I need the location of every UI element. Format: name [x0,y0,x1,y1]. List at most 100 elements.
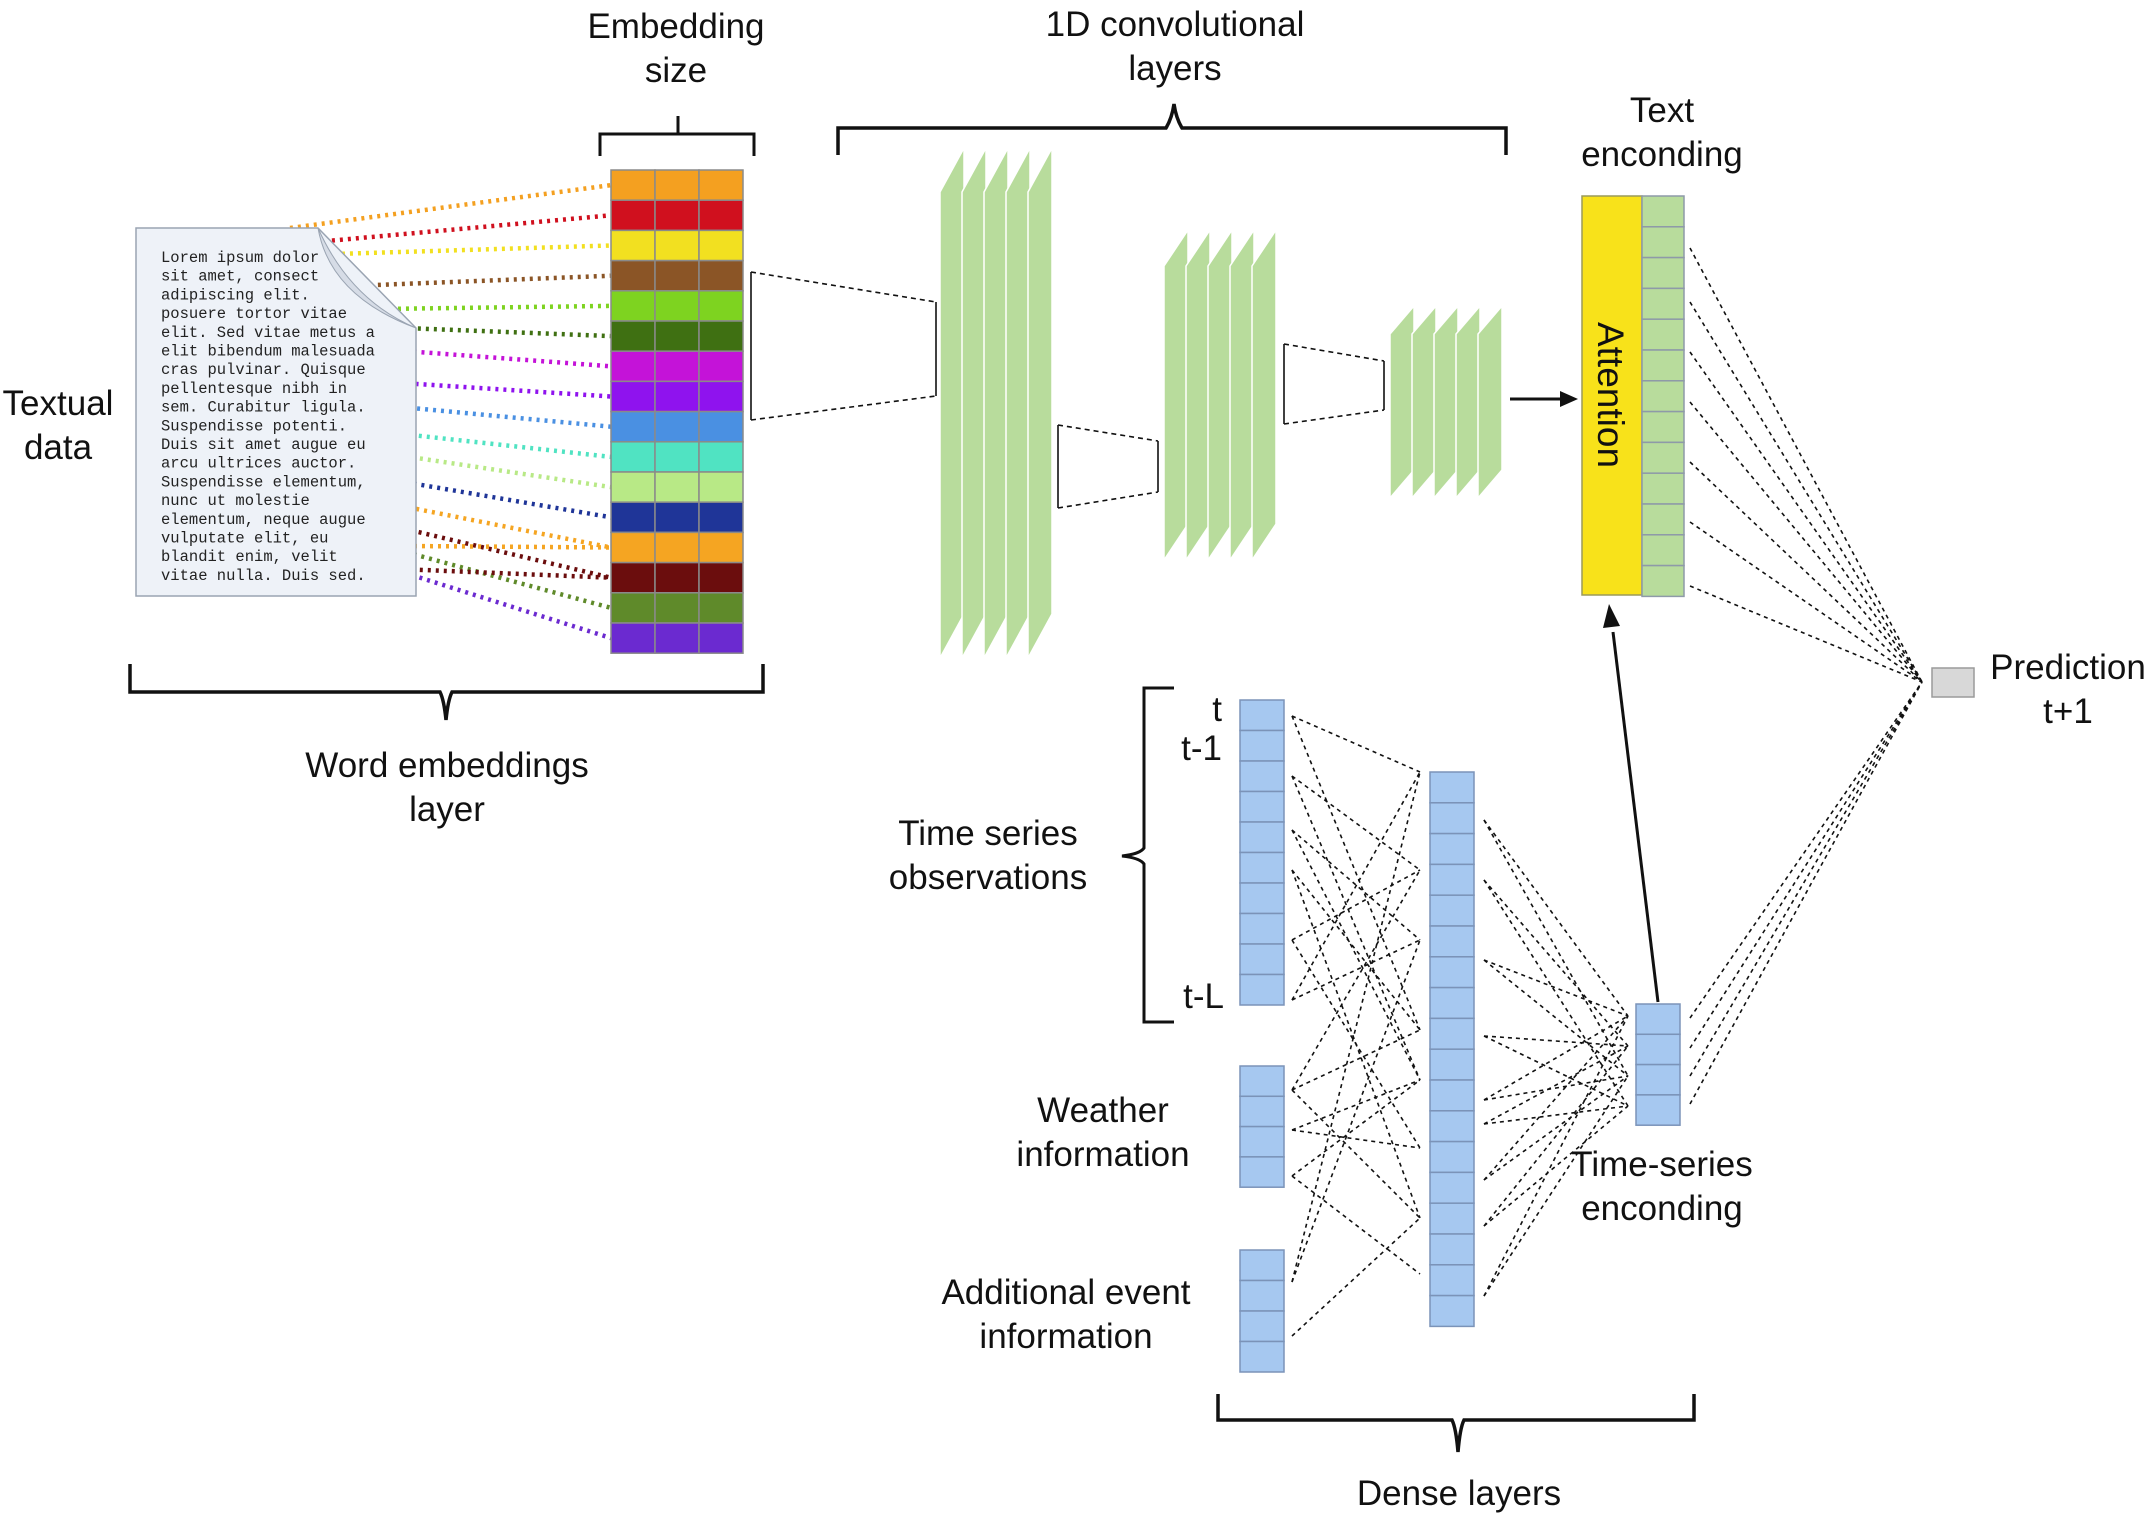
dense-connection-line [1483,879,1629,1107]
time-series-encoding-cell [1635,1003,1681,1036]
embedding-cell [654,169,700,201]
weather-input-cell [1239,1065,1285,1098]
embedding-cell [654,531,700,564]
embedding-cell [698,290,744,322]
embedding-size-bracket [598,116,756,156]
conv-feature-map [1229,227,1255,563]
embedding-cell [610,471,656,503]
embedding-cell [610,290,656,322]
embedding-cell [654,259,700,292]
time-series-input-cell [1239,851,1285,884]
embedding-cell [698,622,744,654]
time-series-encoding-label-1: Time-series [1571,1145,1753,1184]
embedding-cell [698,229,744,262]
document-text-line: blandit enim, velit [161,548,338,566]
dense-connection-line [1291,1089,1421,1219]
dense-connection-line [1483,1045,1629,1227]
embedding-cell [610,320,656,352]
conv-feature-map [1163,227,1189,563]
event-input-cell [1239,1249,1285,1282]
text-encoding-cell [1641,256,1685,290]
text-encoding-vector [1641,195,1685,598]
text-encoding-cell [1641,441,1685,474]
embedding-link-line [315,213,612,245]
embedding-cell [610,259,656,292]
conv-layer-2 [1163,227,1277,563]
embedding-size-label-1: Embedding [587,7,764,46]
text-encoding-cell [1641,195,1685,228]
time-series-input-cell [1239,973,1285,1006]
event-label-1: Additional event [941,1273,1190,1312]
conv-layer-1 [939,147,1053,659]
prediction-connection-line [1689,461,1923,683]
dense-hidden-cell [1429,802,1475,835]
time-series-encoding-label-2: enconding [1581,1189,1743,1228]
dense-hidden-cell [1429,1171,1475,1204]
dense-connection-line [1291,775,1421,871]
event-input-cell [1239,1310,1285,1343]
time-series-input-vector [1239,699,1285,1006]
dense-connection-line [1291,1175,1421,1275]
text-encoding-cell [1641,380,1685,413]
dense-hidden-cell [1429,1140,1475,1174]
time-series-encoding-cell [1635,1094,1681,1126]
document-text-line: posuere tortor vitae [161,305,347,323]
embedding-cell [654,410,700,443]
time-series-encoding-cell [1635,1033,1681,1066]
document-text-line: Suspendisse potenti. [161,417,347,435]
embedding-cell [654,592,700,624]
time-series-encoding-cell [1635,1063,1681,1096]
dense-connection-line [1291,869,1421,1031]
prediction-connection-line [1689,681,1923,1049]
embedding-cell [654,290,700,322]
conv-feature-map [1027,147,1053,659]
dense-connection-line [1291,869,1421,1091]
text-encoding-label-1: Text [1630,91,1694,130]
dense-connection-line [1291,1129,1421,1149]
conv-filter-1 [750,271,937,421]
dense-hidden-cell [1429,986,1475,1020]
embedding-cell [698,501,744,534]
conv-feature-map [1411,303,1437,501]
document-text-line: pellentesque nibh in [161,380,347,398]
embedding-cell [698,561,744,594]
document-text-line: elit. Sed vitae metus a [161,324,375,342]
text-encoding-cell [1641,410,1685,444]
embedding-cell [610,441,656,473]
embedding-cell [654,380,700,413]
document-text-line: elementum, neque augue [161,511,366,529]
embedding-cell [610,380,656,413]
text-encoding-cell [1641,287,1685,320]
conv-to-attention-arrow [1510,391,1578,407]
prediction-connection-line [1689,301,1923,683]
conv-feature-map [1477,303,1503,501]
weather-input-vector [1239,1065,1285,1188]
prediction-connection-line [1689,521,1923,683]
dense-layers-label: Dense layers [1357,1474,1561,1513]
dense-hidden-cell [1429,1048,1475,1081]
embedding-cell [610,592,656,624]
dense-connections [1291,715,1629,1337]
embedding-link-line [239,451,612,520]
time-series-input-cell [1239,790,1285,823]
dense-connection-line [1483,1045,1629,1125]
text-encoding-label-2: enconding [1581,135,1743,174]
dense-hidden-cell [1429,1233,1475,1266]
textual-data-label-2: data [24,428,93,467]
dense-connection-line [1483,1105,1629,1125]
dense-layers-bracket [1216,1394,1696,1453]
dense-hidden-cell [1429,925,1475,958]
conv-filter-2 [1057,424,1159,509]
text-encoding-cell [1641,534,1685,567]
embedding-matrix [610,169,744,654]
document-text-line: nunc ut molestie [161,492,310,510]
dense-connection-line [1483,1035,1629,1107]
embedding-cell [610,531,656,564]
embedding-cell [654,350,700,383]
prediction-connection-line [1689,351,1923,683]
prediction-connection-line [1689,247,1923,683]
dense-hidden-cell [1429,771,1475,804]
embedding-cell [654,320,700,352]
embedding-cell [610,229,656,262]
